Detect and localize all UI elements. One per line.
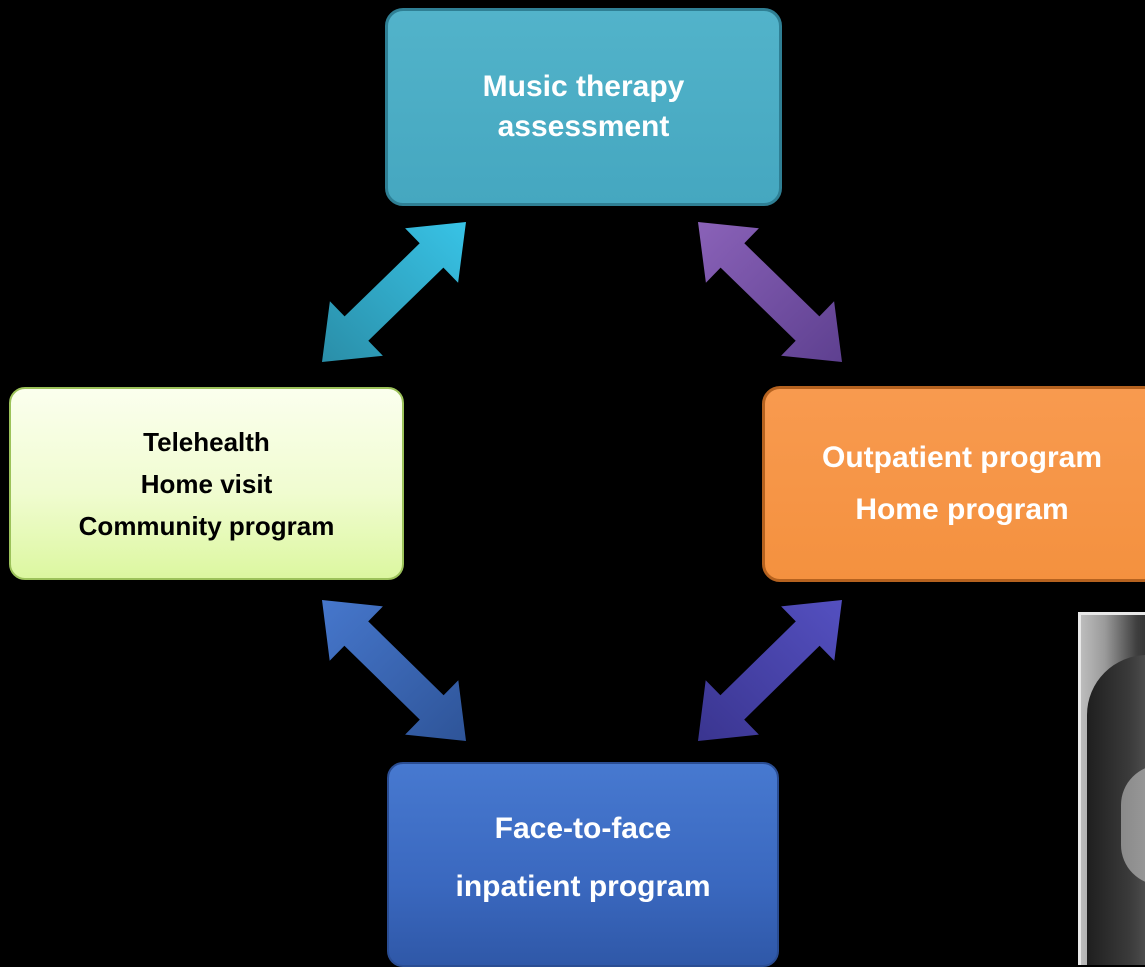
node-label-line: Music therapy (482, 70, 685, 103)
node-outpatient-home-program: Outpatient program Home program (762, 386, 1145, 582)
node-face-to-face-inpatient: Face-to-face inpatient program (387, 762, 779, 967)
node-label-line: Outpatient program (821, 441, 1102, 474)
node-label-line: Community program (78, 510, 335, 541)
arrow-top-right (698, 222, 842, 362)
node-telehealth-home-visit-community: Telehealth Home visit Community program (9, 387, 404, 580)
arrow-right-bottom (698, 600, 842, 741)
arrow-left-bottom (322, 600, 466, 741)
node-label-line: inpatient program (455, 869, 711, 903)
person-photo (1078, 612, 1145, 965)
arrow-left-top (322, 222, 466, 362)
node-label-line: Face-to-face (494, 811, 672, 845)
node-label-line: Home program (855, 493, 1069, 526)
node-label-line: Telehealth (143, 426, 270, 457)
node-music-therapy-assessment: Music therapy assessment (385, 8, 782, 206)
node-label-line: Home visit (140, 468, 273, 499)
node-label-line: assessment (497, 110, 670, 143)
